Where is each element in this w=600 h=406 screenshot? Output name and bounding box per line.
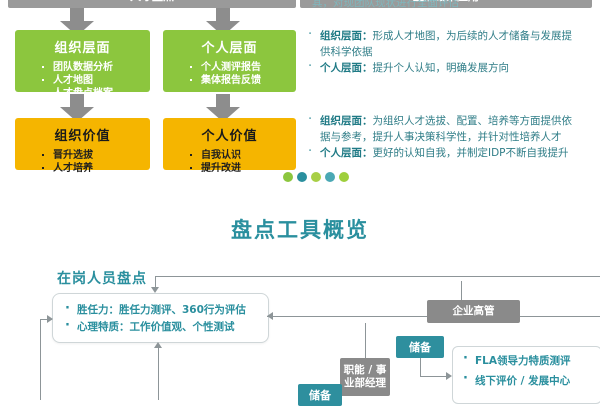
right-text-line: 组织层面：形成人才地图，为后续的人才储备与发展提 [306, 27, 596, 44]
reserve-box: 储备 [396, 336, 444, 358]
list-item: 晋升选拔 [37, 149, 150, 162]
list-item: 人才盘点档案 [37, 87, 150, 100]
onsite-inventory-box: 胜任力：胜任力测评、360行为评估 心理特质：工作价值观、个性测试 [52, 293, 269, 343]
right-text-lead: 组织层面： [320, 115, 373, 127]
header-bar-1: 人才盘点 [8, 0, 296, 8]
list-item: 团队数据分析 [37, 61, 150, 74]
right-text-group-a: 组织层面：形成人才地图，为后续的人才储备与发展提 供科学依据 个人层面：提升个人… [306, 27, 596, 76]
org-level-box: 组织层面 团队数据分析 人才地图 人才盘点档案 [15, 30, 150, 99]
header-bar-2: 盘点结果应用 [300, 0, 592, 8]
individual-level-box: 个人层面 个人测评报告 集体报告反馈 [163, 30, 296, 92]
list-item: 自我认识 [185, 149, 296, 162]
individual-level-list: 个人测评报告 集体报告反馈 [163, 61, 296, 87]
arrow-head-icon [267, 312, 273, 320]
right-text-body: 提升个人认知，明确发展方向 [372, 62, 510, 74]
list-item: 线下评价 / 发展中心 [461, 369, 593, 391]
section-title: 盘点工具概览 [231, 218, 369, 242]
list-item: 提升改进 [185, 162, 296, 175]
list-item: 心理特质：工作价值观、个性测试 [63, 317, 258, 336]
list-item: 人才培养 [37, 162, 150, 175]
right-text-line: 组织层面：为组织人才选拔、配置、培养等方面提供依 [306, 112, 596, 129]
header-bar-1-label: 人才盘点 [8, 0, 296, 8]
subtitle-onsite-inventory: 在岗人员盘点 [57, 271, 147, 287]
right-text-lead: 个人层面： [320, 147, 373, 159]
connector-line [155, 276, 600, 277]
individual-level-title: 个人层面 [201, 41, 258, 56]
connector-line [155, 276, 156, 288]
org-value-list: 晋升选拔 人才培养 [15, 149, 150, 175]
individual-value-box: 个人价值 自我认识 提升改进 [163, 118, 296, 174]
right-text-line: 个人层面：提升个人认知，明确发展方向 [306, 59, 596, 76]
list-item: 集体报告反馈 [185, 74, 296, 87]
right-text-line: 供科学依据 [320, 46, 373, 58]
org-level-list: 团队数据分析 人才地图 人才盘点档案 [15, 61, 150, 100]
reserve-box-2: 储备 [298, 384, 342, 406]
right-text-line: 个人层面：更好的认知自我，并制定IDP不断自我提升 [306, 144, 596, 161]
tool-box-list: FLA领导力特质测评 线下评价 / 发展中心 [453, 347, 600, 395]
arrow-head-icon [47, 315, 53, 323]
exec-box: 企业高管 [427, 300, 520, 323]
org-value-title: 组织价值 [54, 129, 111, 144]
connector-line [365, 323, 366, 358]
individual-value-list: 自我认识 提升改进 [163, 149, 296, 175]
manager-box: 职能 / 事 业部经理 [340, 358, 390, 396]
connector-line [158, 346, 159, 400]
dot-icon [311, 172, 321, 182]
bottom-slide: 盘点工具概览 在岗人员盘点 胜任力：胜任力测评、360行为评估 心理特质：工作价… [0, 196, 600, 406]
right-text-lead: 组织层面： [320, 30, 373, 42]
right-text-body: 为组织人才选拔、配置、培养等方面提供依 [372, 115, 573, 127]
dot-icon [339, 172, 349, 182]
list-item: 胜任力：胜任力测评、360行为评估 [63, 300, 258, 319]
top-slide: 人才盘点 盘点结果应用 组织层面 团队数据分析 人才地图 人才盘点档案 组织价值 [0, 0, 600, 196]
tool-box: FLA领导力特质测评 线下评价 / 发展中心 [452, 346, 600, 404]
onsite-inventory-list: 胜任力：胜任力测评、360行为评估 心理特质：工作价值观、个性测试 [53, 294, 268, 344]
org-level-title: 组织层面 [54, 41, 111, 56]
connector-line [461, 281, 462, 300]
dot-icon [283, 172, 293, 182]
connector-line [40, 319, 41, 400]
connector-line [420, 376, 448, 377]
connector-line [40, 319, 52, 320]
dot-icon [325, 172, 335, 182]
arrow-head-icon [154, 342, 162, 348]
arrow-head-icon [446, 372, 452, 380]
right-text-body: 形成人才地图，为后续的人才储备与发展提 [372, 30, 573, 42]
connector-line [420, 358, 421, 376]
right-text-line: 据与参考，提升人事决策科学性，并针对性培养人才 [320, 131, 562, 143]
dot-icon [297, 172, 307, 182]
org-value-box: 组织价值 晋升选拔 人才培养 [15, 118, 150, 174]
list-item: FLA领导力特质测评 [461, 349, 593, 371]
right-text-lead: 个人层面： [320, 62, 373, 74]
arrow-head-icon [151, 287, 159, 293]
list-item: 人才地图 [37, 74, 150, 87]
right-text-body: 更好的认知自我，并制定IDP不断自我提升 [372, 147, 569, 159]
decorative-dots [283, 172, 349, 182]
header-bar-2-label: 盘点结果应用 [300, 0, 592, 8]
right-text-cut-line: 其，对现团队现状进行全面评估 [312, 0, 459, 9]
individual-value-title: 个人价值 [201, 129, 258, 144]
right-text-group-b: 组织层面：为组织人才选拔、配置、培养等方面提供依 据与参考，提升人事决策科学性，… [306, 112, 596, 161]
list-item: 个人测评报告 [185, 61, 296, 74]
